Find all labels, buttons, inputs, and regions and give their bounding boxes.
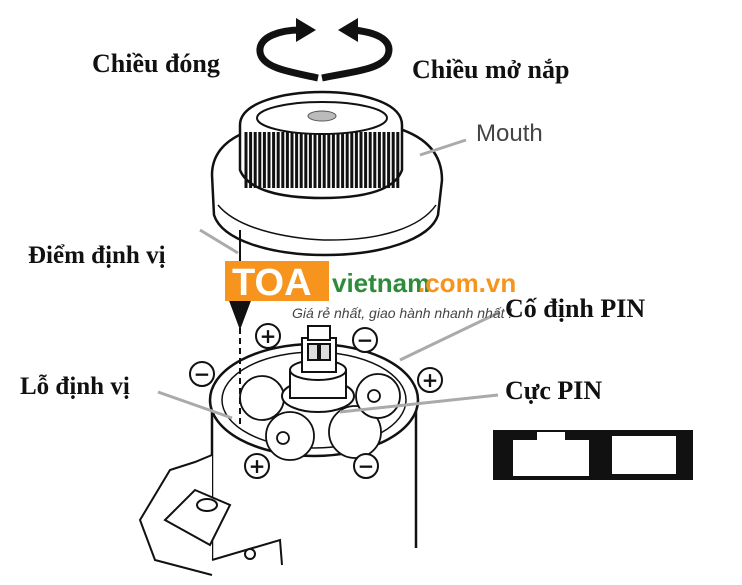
polarity-plus-bottom-left-glyph: + — [249, 454, 266, 478]
label-battery-terminal: Cực PIN — [505, 376, 602, 405]
opening-arrowhead — [338, 18, 358, 42]
leader-mouth — [419, 138, 467, 157]
label-locating-point: Điểm định vị — [28, 242, 166, 269]
watermark-orange-box — [225, 261, 329, 301]
terminal-inset — [493, 430, 693, 480]
locating-arrow — [228, 298, 252, 330]
polarity-minus-bottom: − — [353, 453, 379, 479]
polarity-plus-right: + — [417, 367, 443, 393]
battery-cells — [239, 373, 401, 461]
leader-locating-point — [199, 228, 239, 255]
polarity-plus-right-glyph: + — [422, 368, 439, 392]
inset-minus-plate — [612, 436, 676, 474]
leader-battery-holder — [399, 310, 501, 362]
watermark-brand-rest: vietnam — [332, 268, 430, 298]
cap-flange-rim — [217, 204, 437, 241]
watermark: TOA vietnam .com.vn Giá rẻ nhất, giao hà… — [225, 261, 516, 321]
closing-arrow — [256, 26, 319, 82]
polarity-minus-top-glyph: − — [357, 328, 374, 352]
leader-lines — [157, 138, 501, 420]
watermark-domain: .com.vn — [418, 268, 516, 298]
inset-plus-plate — [513, 440, 589, 476]
leader-battery-terminal — [339, 393, 499, 414]
rotation-arrows — [256, 18, 393, 82]
label-battery-holder: Cố định PIN — [505, 294, 645, 323]
inset-plus-notch — [537, 432, 565, 442]
polarity-minus-left: − — [189, 361, 215, 387]
cap-knob — [238, 90, 404, 200]
polarity-minus-top: − — [352, 327, 378, 353]
battery-housing — [138, 230, 420, 576]
watermark-tagline: Giá rẻ nhất, giao hành nhanh nhất ! — [292, 305, 512, 321]
polarity-minus-bottom-glyph: − — [358, 454, 375, 478]
polarity-plus-bottom-left: + — [244, 453, 270, 479]
label-locating-hole: Lỗ định vị — [20, 373, 130, 400]
bottom-mount — [138, 454, 283, 576]
label-opening-direction: Chiều mở nắp — [412, 55, 569, 84]
opening-arrow — [321, 26, 393, 82]
label-mouth: Mouth — [476, 120, 543, 147]
center-post — [281, 325, 355, 413]
watermark-brand-box: TOA — [232, 262, 312, 304]
polarity-plus-top-left: + — [255, 323, 281, 349]
label-closing-direction: Chiều đóng — [92, 49, 220, 78]
polarity-plus-top-left-glyph: + — [260, 324, 277, 348]
closing-arrowhead — [296, 18, 316, 42]
leader-locating-hole — [157, 390, 233, 420]
polarity-minus-left-glyph: − — [194, 362, 211, 386]
cap-ribs — [244, 132, 400, 188]
cap-assembly — [210, 90, 444, 257]
